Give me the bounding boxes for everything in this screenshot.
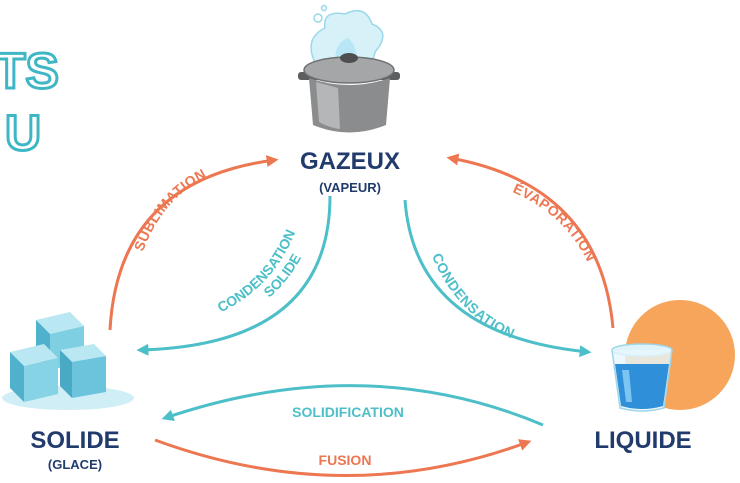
sublimation-label: SUBLIMATION [131,165,209,253]
title-fragment: TS U [0,42,60,163]
evaporation-arrow [446,153,615,329]
solidification-arrow [161,384,544,427]
title-fragment-line2: U [5,105,41,161]
steaming-pot-icon [298,4,400,133]
fusion-label: FUSION [319,452,372,468]
fusion-arrow [154,438,532,477]
liquid-state-label: LIQUIDE [594,427,691,454]
sublimation-label-text: SUBLIMATION [131,165,208,253]
condensation-arrow [403,199,592,358]
title-fragment-line1: TS [0,43,59,99]
solidification-label: SOLIDIFICATION [292,404,404,420]
ice-cubes-icon [2,312,134,410]
sublimation-arrow [108,155,279,331]
water-glass-icon [611,343,673,412]
gas-state-label: GAZEUX [300,148,400,175]
gas-state-sublabel: (VAPEUR) [319,180,381,195]
evaporation-label-text: ÉVAPORATION [511,180,599,264]
solid-state-sublabel: (GLACE) [48,457,102,472]
solid-state-label: SOLIDE [30,427,119,454]
evaporation-label: ÉVAPORATION [511,180,600,264]
condensation-label-text: CONDENSATION [429,251,517,342]
condensation-solide-arrow [136,195,332,356]
condensation-label: CONDENSATION [429,251,518,342]
